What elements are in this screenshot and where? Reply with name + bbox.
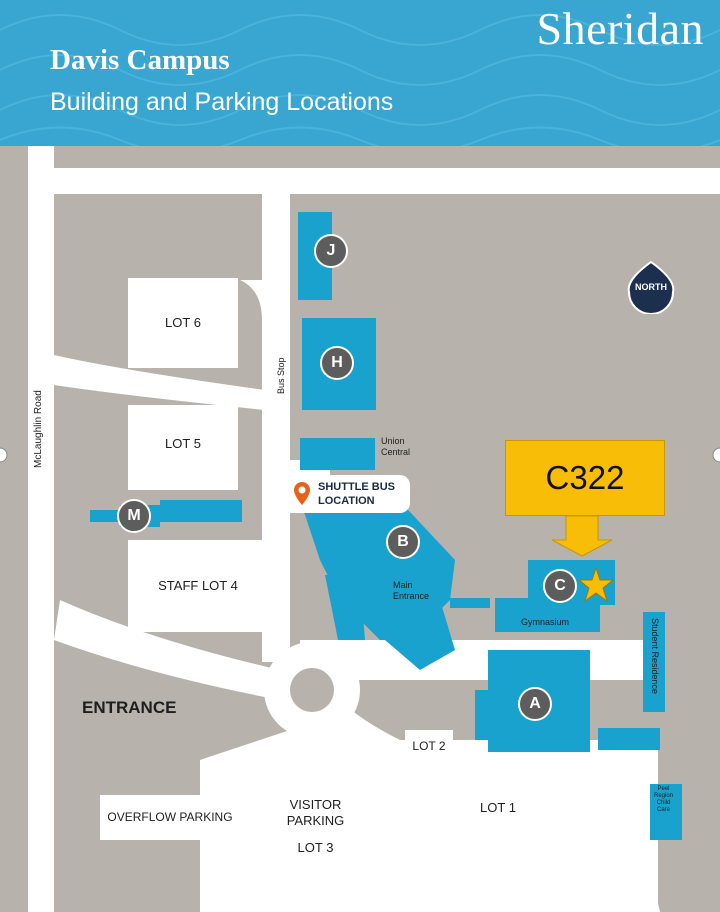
union-central-shape: [300, 438, 375, 470]
shuttle-text: SHUTTLE BUS LOCATION: [318, 481, 395, 507]
room-callout: C322: [505, 440, 665, 516]
lot2-label: LOT 2: [412, 739, 446, 753]
building-c-badge[interactable]: C: [543, 569, 577, 603]
north-road: [54, 168, 720, 194]
lot6-area: [128, 278, 238, 368]
bus-stop-label: Bus Stop: [276, 357, 286, 394]
visitor-parking-label: VISITOR PARKING: [286, 797, 345, 828]
road-label-mclaughlin: McLaughlin Road: [33, 390, 44, 468]
building-b-badge[interactable]: B: [386, 525, 420, 559]
building-a-badge[interactable]: A: [518, 687, 552, 721]
north-indicator: NORTH: [626, 260, 676, 315]
building-m-shape: [90, 500, 242, 527]
page-title: Davis Campus: [50, 44, 230, 76]
roundabout-centre: [290, 668, 334, 712]
shuttle-bus-tag[interactable]: SHUTTLE BUS LOCATION: [280, 475, 410, 513]
page-subtitle: Building and Parking Locations: [50, 88, 394, 116]
student-residence-shape: [643, 612, 665, 712]
main-entrance-label: Main Entrance: [393, 580, 430, 601]
lot6-label: LOT 6: [165, 315, 201, 330]
lot2-area: [405, 730, 453, 760]
campus-map: [0, 146, 720, 912]
scroll-right-handle[interactable]: [712, 447, 720, 463]
building-j-badge[interactable]: J: [314, 234, 348, 268]
overflow-area: [100, 795, 240, 840]
north-label: NORTH: [635, 282, 667, 292]
gymnasium-label: Gymnasium: [521, 617, 570, 627]
building-m-badge[interactable]: M: [117, 499, 151, 533]
parking-lots: [100, 278, 630, 912]
map-pin-icon: [294, 482, 310, 505]
visitor-lot3-area: [268, 750, 363, 912]
lot-access-road: [54, 355, 265, 410]
callout-arrow: [551, 515, 613, 557]
staff-lot4-label: STAFF LOT 4: [158, 578, 238, 593]
lot5-area: [128, 405, 238, 490]
mclaughlin-road: [28, 146, 54, 912]
building-h-badge[interactable]: H: [320, 346, 354, 380]
lot5-label: LOT 5: [165, 436, 201, 451]
header-pattern: [0, 14, 720, 146]
child-care-label: Peel Region Child Care: [654, 786, 674, 813]
overflow-parking-label: OVERFLOW PARKING: [107, 810, 233, 824]
lot3-label: LOT 3: [297, 840, 334, 855]
star-icon: [577, 566, 615, 603]
lot1-area: [370, 765, 630, 855]
student-residence-label: Student Residence: [650, 618, 660, 695]
staff-lot4-area: [128, 540, 268, 632]
scroll-left-handle[interactable]: [0, 447, 8, 463]
union-central-label: Union Central: [381, 436, 411, 457]
entrance-label: ENTRANCE: [82, 698, 177, 717]
header-banner: Sheridan Davis Campus Building and Parki…: [0, 0, 720, 146]
entrance-road: [54, 600, 280, 700]
lot1-label: LOT 1: [480, 800, 516, 815]
child-care-shape: [650, 784, 682, 840]
sheridan-logo: Sheridan: [536, 3, 704, 54]
